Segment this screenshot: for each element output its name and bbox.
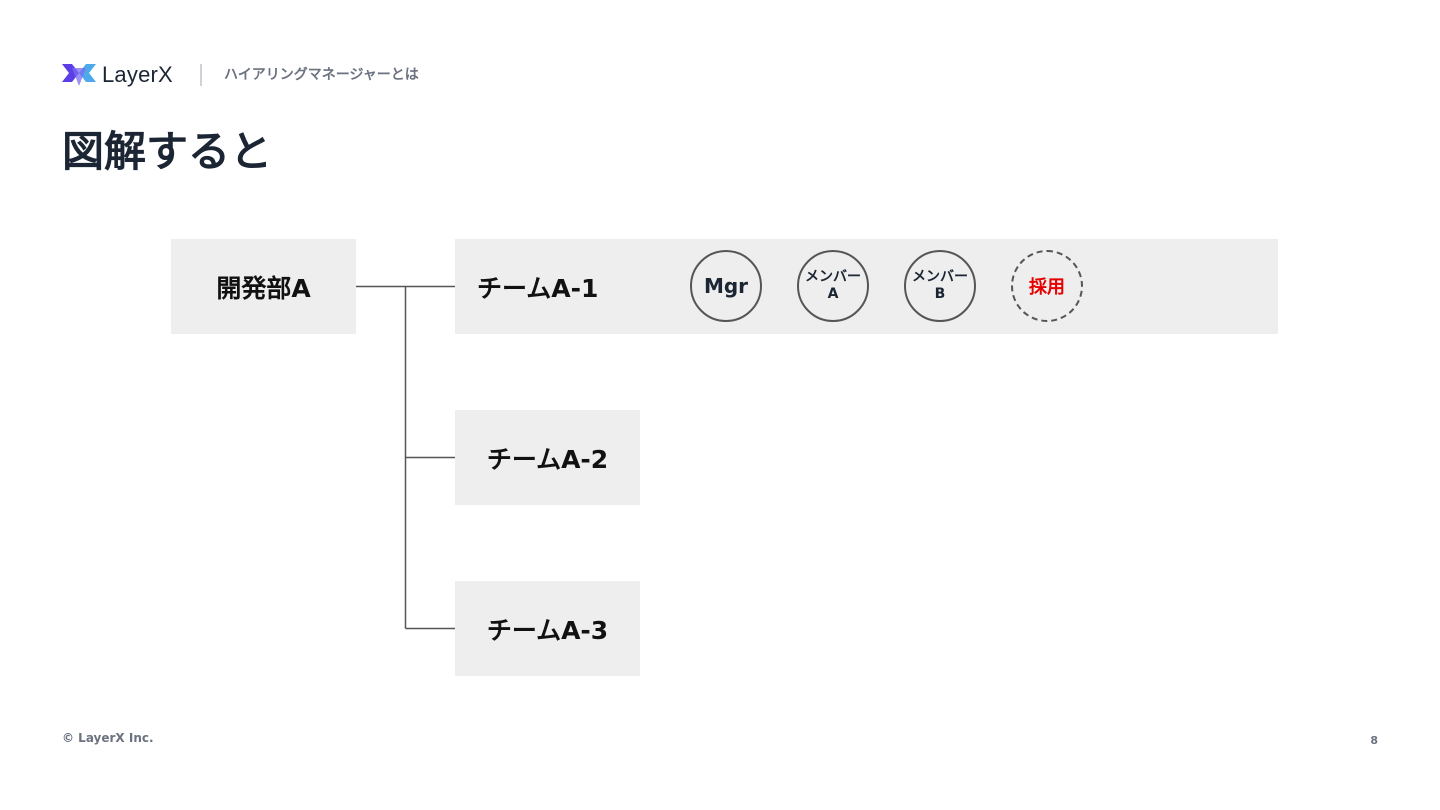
team-a3-box: チームA-3 xyxy=(455,581,640,676)
department-box: 開発部A xyxy=(171,239,356,334)
logo-text: LayerX xyxy=(102,62,173,87)
team-a2-label: チームA-2 xyxy=(486,444,609,474)
section-title: ハイアリングマネージャーとは xyxy=(224,67,419,83)
department-label: 開発部A xyxy=(216,273,311,303)
member-b-line1: メンバー xyxy=(912,269,968,285)
company-logo: LayerX xyxy=(62,60,173,90)
member-a-line1: メンバー xyxy=(805,269,861,285)
team-a1-label: チームA-1 xyxy=(477,273,599,303)
member-a-line2: A xyxy=(827,286,839,302)
page-number: 8 xyxy=(1370,734,1378,747)
layerx-logo-icon xyxy=(62,64,96,86)
footer-copyright: © LayerX Inc. xyxy=(62,731,154,745)
team-a3-label: チームA-3 xyxy=(486,615,609,645)
member-circle-a: メンバー A xyxy=(797,250,869,322)
header-divider xyxy=(200,64,202,86)
page-title: 図解すると xyxy=(62,127,273,176)
hiring-circle: 採用 xyxy=(1011,250,1083,322)
member-circle-b: メンバー B xyxy=(904,250,976,322)
member-mgr-label: Mgr xyxy=(703,274,749,298)
member-circle-mgr: Mgr xyxy=(690,250,762,322)
hiring-label: 採用 xyxy=(1029,277,1065,298)
member-b-line2: B xyxy=(934,286,946,302)
team-a2-box: チームA-2 xyxy=(455,410,640,505)
